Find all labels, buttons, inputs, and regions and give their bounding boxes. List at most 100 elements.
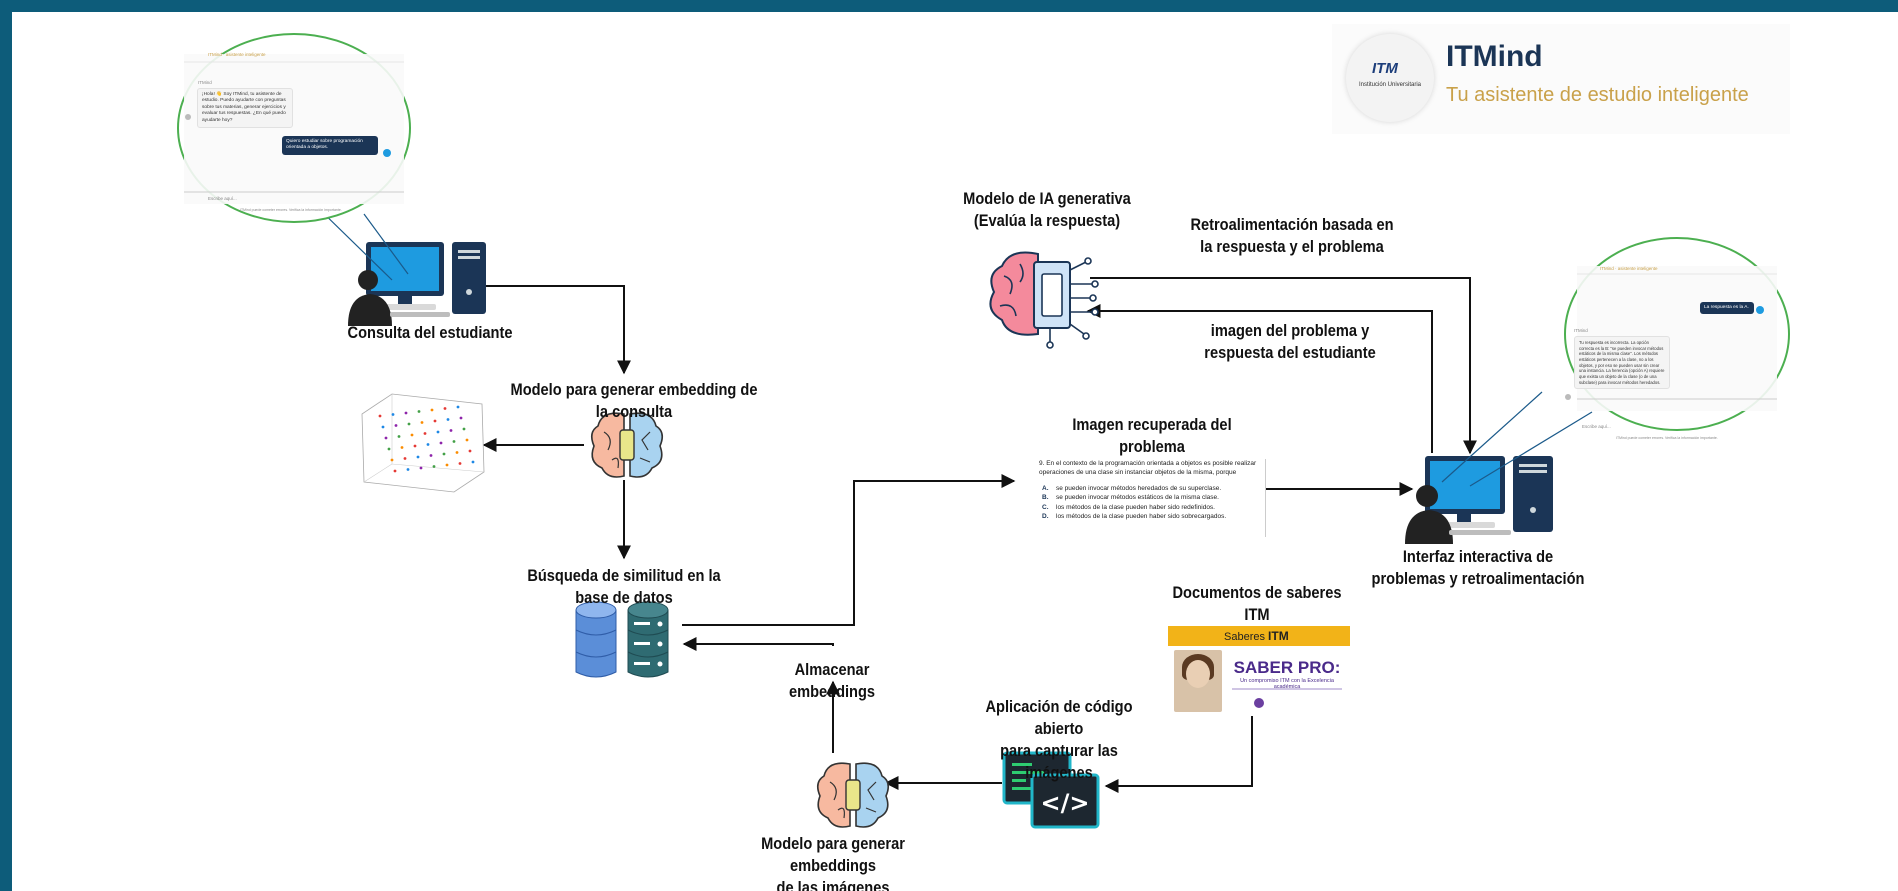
doc-bullet-icon [1254, 698, 1264, 708]
vector-point [436, 430, 440, 434]
code-app-icon: </> [1002, 751, 1100, 829]
arrow-genai-to-interface [1090, 277, 1477, 455]
option-key: D. [1042, 513, 1049, 521]
doc-brand-strong: ITM [1268, 629, 1289, 643]
vector-point [455, 451, 459, 454]
vector-point [433, 419, 437, 423]
flow-arrows [464, 277, 1477, 793]
label-problem-image: imagen del problema y respuesta del estu… [1195, 320, 1384, 364]
vector-point [394, 424, 398, 427]
label-problem-image-line2: respuesta del estudiante [1204, 343, 1376, 363]
chat-left-bot-message: ¡Hola! 👋 Soy ITMind, tu asistente de est… [197, 88, 293, 129]
diagram-canvas: </> ITM Institución Universitaria ITMind… [12, 12, 1898, 891]
chat-left-disclaimer: ITMind puede cometer errores. Verifica l… [240, 208, 342, 212]
vector-point [407, 422, 411, 426]
label-feedback-line1: Retroalimentación basada en [1190, 215, 1394, 234]
vector-point [393, 469, 397, 473]
brain-icon-query-model [590, 412, 664, 478]
vector-point [459, 416, 463, 420]
problem-option: D. los métodos de la clase pueden haber s… [1042, 512, 1265, 521]
label-feedback: Retroalimentación basada en la respuesta… [1180, 214, 1404, 258]
vector-point [381, 425, 385, 429]
vector-point [404, 411, 408, 415]
vector-point [429, 454, 433, 457]
option-key: C. [1042, 503, 1049, 511]
label-similarity-search: Búsqueda de similitud en la base de dato… [527, 566, 721, 608]
vector-point [410, 433, 414, 437]
option-text: los métodos de la clase pueden haber sid… [1056, 513, 1227, 521]
vector-point [420, 421, 424, 424]
vector-point [423, 432, 427, 435]
vector-point [419, 466, 423, 470]
label-store-embeddings: Almacenar embeddings [788, 660, 876, 702]
vector-point [471, 460, 475, 464]
vector-point [462, 427, 466, 431]
vector-point [465, 438, 469, 442]
vector-point [390, 458, 394, 462]
callout-connectors [311, 201, 1593, 487]
vector-point [378, 414, 382, 418]
logo-caption: Institución Universitaria [1358, 82, 1422, 88]
chat-right-user-message: La respuesta es la A. [1700, 302, 1754, 315]
label-image-embedding-model-line1: Modelo para generar embeddings [761, 834, 905, 876]
vector-point [439, 441, 443, 445]
label-problem-image-line1: imagen del problema y [1210, 321, 1370, 340]
student-computer-icon [348, 242, 486, 326]
chat-right-bot-message: Tu respuesta es incorrecta. La opción co… [1574, 336, 1670, 390]
arrow-database-to-retrieved-problem [682, 474, 1016, 626]
label-genai-line2: (Evalúa la respuesta) [973, 211, 1121, 231]
label-feedback-line2: la respuesta y el problema [1200, 237, 1384, 257]
vector-point [403, 457, 407, 460]
vector-point [446, 418, 450, 421]
option-text: se pueden invocar métodos heredados de s… [1056, 484, 1222, 492]
interface-computer-icon [1405, 456, 1553, 544]
label-genai-model: Modelo de IA generativa (Evalúa la respu… [948, 188, 1146, 232]
option-text: se pueden invocar métodos estáticos de l… [1056, 494, 1219, 502]
label-student-query: Consulta del estudiante [347, 323, 513, 342]
brand-name: ITMind [1446, 40, 1543, 73]
label-interface-line2: problemas y retroalimentación [1371, 569, 1585, 589]
vector-point [430, 408, 434, 412]
vector-point [449, 429, 453, 432]
vector-point [417, 410, 421, 413]
brand-tagline: Tu asistente de estudio inteligente [1446, 84, 1749, 106]
vector-point [432, 465, 436, 468]
arrow-store-embeddings-to-database [682, 637, 834, 651]
vector-point [397, 435, 401, 438]
doc-subline: Un compromiso ITM con la Excelencia acad… [1240, 678, 1334, 690]
vector-point [456, 405, 460, 409]
doc-brand-prefix: Saberes [1224, 631, 1265, 643]
itm-logo: ITM Institución Universitaria [1346, 34, 1434, 122]
vector-point [452, 440, 456, 443]
label-capture-app-line2: para capturar las imágenes [1000, 741, 1118, 783]
label-interface-line1: Interfaz interactiva de [1402, 547, 1554, 566]
doc-text-lines [1232, 688, 1342, 690]
problem-option: C.los métodos de la clase pueden haber s… [1042, 503, 1265, 512]
vector-point [384, 436, 388, 440]
vector-point [458, 462, 462, 465]
vector-space-plot [361, 393, 485, 493]
diagram-graphics: </> [177, 33, 1790, 829]
label-capture-app: Aplicación de código abierto para captur… [964, 696, 1153, 784]
chat-left-user-message: Quiero estudiar sobre programación orien… [282, 136, 378, 155]
problem-question: 9. En el contexto de la programación ori… [1039, 460, 1257, 477]
label-image-embedding-model: Modelo para generar embeddings de las im… [738, 833, 927, 891]
retrieved-problem-card: 9. En el contexto de la programación ori… [1027, 459, 1266, 537]
saberes-itm-document: Saberes ITM SABER PRO: Un compromiso ITM… [1168, 626, 1350, 716]
vector-point [468, 449, 472, 453]
vector-point [426, 443, 430, 446]
ai-brain-chip-icon [989, 251, 1099, 349]
label-query-embedding-model: Modelo para generar embedding de la cons… [510, 380, 758, 422]
chat-left-input[interactable]: Escribe aquí... [208, 196, 237, 201]
vector-point [406, 468, 410, 471]
doc-headline: SABER PRO: [1233, 658, 1341, 677]
chat-right-disclaimer: ITMind puede cometer errores. Verifica l… [1616, 436, 1718, 440]
chat-right-input[interactable]: Escribe aquí... [1582, 424, 1611, 429]
problem-option: B.se pueden invocar métodos estáticos de… [1042, 493, 1265, 502]
vector-point [445, 463, 449, 467]
chat-left-header: ITMind · asistente inteligente [208, 52, 266, 57]
label-retrieved-problem: Imagen recuperada del problema [1072, 415, 1232, 457]
arrow-documents-to-code-app [1104, 709, 1253, 793]
label-documents: Documentos de saberes ITM [1172, 583, 1342, 625]
student-photo [1174, 650, 1222, 712]
